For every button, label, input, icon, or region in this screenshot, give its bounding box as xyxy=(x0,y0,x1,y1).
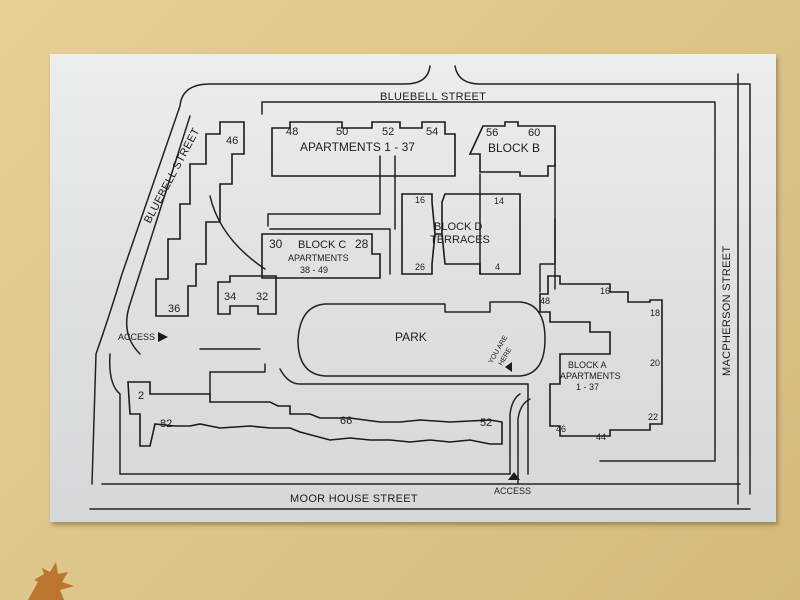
apt-number-48: 48 xyxy=(286,126,298,138)
block-a-building xyxy=(539,275,663,437)
site-map-plaque: BLUEBELL STREET BLUEBELL STREET MACPHERS… xyxy=(50,54,776,522)
apt-number-52: 52 xyxy=(382,126,394,138)
block-d-line2: TERRACES xyxy=(430,234,490,246)
block-d-number-16: 16 xyxy=(415,195,425,205)
west-wing-number-36: 36 xyxy=(168,303,180,315)
apartments-1-37-building xyxy=(271,121,456,177)
west-wing-number-46: 46 xyxy=(226,135,238,147)
south-street-label: MOOR HOUSE STREET xyxy=(290,493,418,505)
block-c-title: BLOCK C xyxy=(298,239,346,251)
block-b-number-60: 60 xyxy=(528,127,540,139)
block-c-line3: 38 - 49 xyxy=(300,265,328,275)
block-b-title: BLOCK B xyxy=(488,141,540,155)
small-block-number-32: 32 xyxy=(256,291,268,303)
south-block-number-82: 82 xyxy=(160,418,172,430)
block-a-line3: 1 - 37 xyxy=(576,382,599,392)
site-map: BLUEBELL STREET BLUEBELL STREET MACPHERS… xyxy=(89,65,751,510)
block-b-building xyxy=(468,121,556,177)
block-d-line1: BLOCK D xyxy=(434,221,482,233)
block-d-number-26: 26 xyxy=(415,262,425,272)
block-c-number-30: 30 xyxy=(269,237,283,251)
apartments-1-37-title: APARTMENTS 1 - 37 xyxy=(300,140,415,154)
block-a-number-20: 20 xyxy=(650,358,660,368)
block-b-number-56: 56 xyxy=(486,127,498,139)
map-labels: BLUEBELL STREET BLUEBELL STREET MACPHERS… xyxy=(118,91,733,505)
buildings xyxy=(127,121,663,447)
apt-number-54: 54 xyxy=(426,126,438,138)
block-a-number-16: 16 xyxy=(600,286,610,296)
block-a-number-46: 46 xyxy=(556,424,566,434)
block-c-building xyxy=(261,233,381,279)
south-inner-road xyxy=(108,353,521,475)
west-access-arrow-icon xyxy=(158,332,168,342)
block-a-number-44: 44 xyxy=(596,432,606,442)
apt-number-50: 50 xyxy=(336,126,348,138)
block-d-building xyxy=(401,193,521,275)
small-block-number-34: 34 xyxy=(224,291,236,303)
road-lines xyxy=(89,65,751,510)
north-inner-road xyxy=(261,101,716,462)
west-access-label: ACCESS xyxy=(118,332,155,342)
north-south-path xyxy=(267,155,381,227)
south-access-label: ACCESS xyxy=(494,486,531,496)
bluebell-street-east-edge xyxy=(454,65,751,495)
block-c-line2: APARTMENTS xyxy=(288,253,349,263)
bluebell-inner-edge xyxy=(125,115,191,355)
south-block-building xyxy=(127,381,503,447)
south-block-number-66: 66 xyxy=(340,415,352,427)
block-a-number-18: 18 xyxy=(650,308,660,318)
block-a-road xyxy=(539,263,556,293)
block-c-number-28: 28 xyxy=(355,237,369,251)
access-markers xyxy=(158,332,520,480)
south-access-arrow-icon xyxy=(508,472,520,480)
block-a-line1: BLOCK A xyxy=(568,360,607,370)
northwest-street-label: BLUEBELL STREET xyxy=(142,126,202,225)
bluebell-street-outer-edge xyxy=(91,65,431,485)
north-street-label: BLUEBELL STREET xyxy=(380,91,486,103)
park-area xyxy=(297,301,546,377)
park-label: PARK xyxy=(395,330,427,344)
block-c-path xyxy=(269,228,391,275)
autumn-leaf-decoration xyxy=(28,562,74,600)
block-d-number-4: 4 xyxy=(495,262,500,272)
west-wing-building xyxy=(155,121,245,317)
west-access-road-lower xyxy=(209,363,266,373)
east-street-label: MACPHERSON STREET xyxy=(721,246,733,376)
you-are-here-arrow-icon xyxy=(505,362,512,372)
park-south-road xyxy=(279,368,529,385)
block-d-number-14: 14 xyxy=(494,196,504,206)
diagonal-path xyxy=(209,195,266,270)
block-a-number-48: 48 xyxy=(540,296,550,306)
block-a-number-22: 22 xyxy=(648,412,658,422)
block-34-32-building xyxy=(217,275,277,315)
south-block-number-2: 2 xyxy=(138,390,144,402)
block-a-line2: APARTMENTS xyxy=(560,371,621,381)
south-block-number-52: 52 xyxy=(480,417,492,429)
